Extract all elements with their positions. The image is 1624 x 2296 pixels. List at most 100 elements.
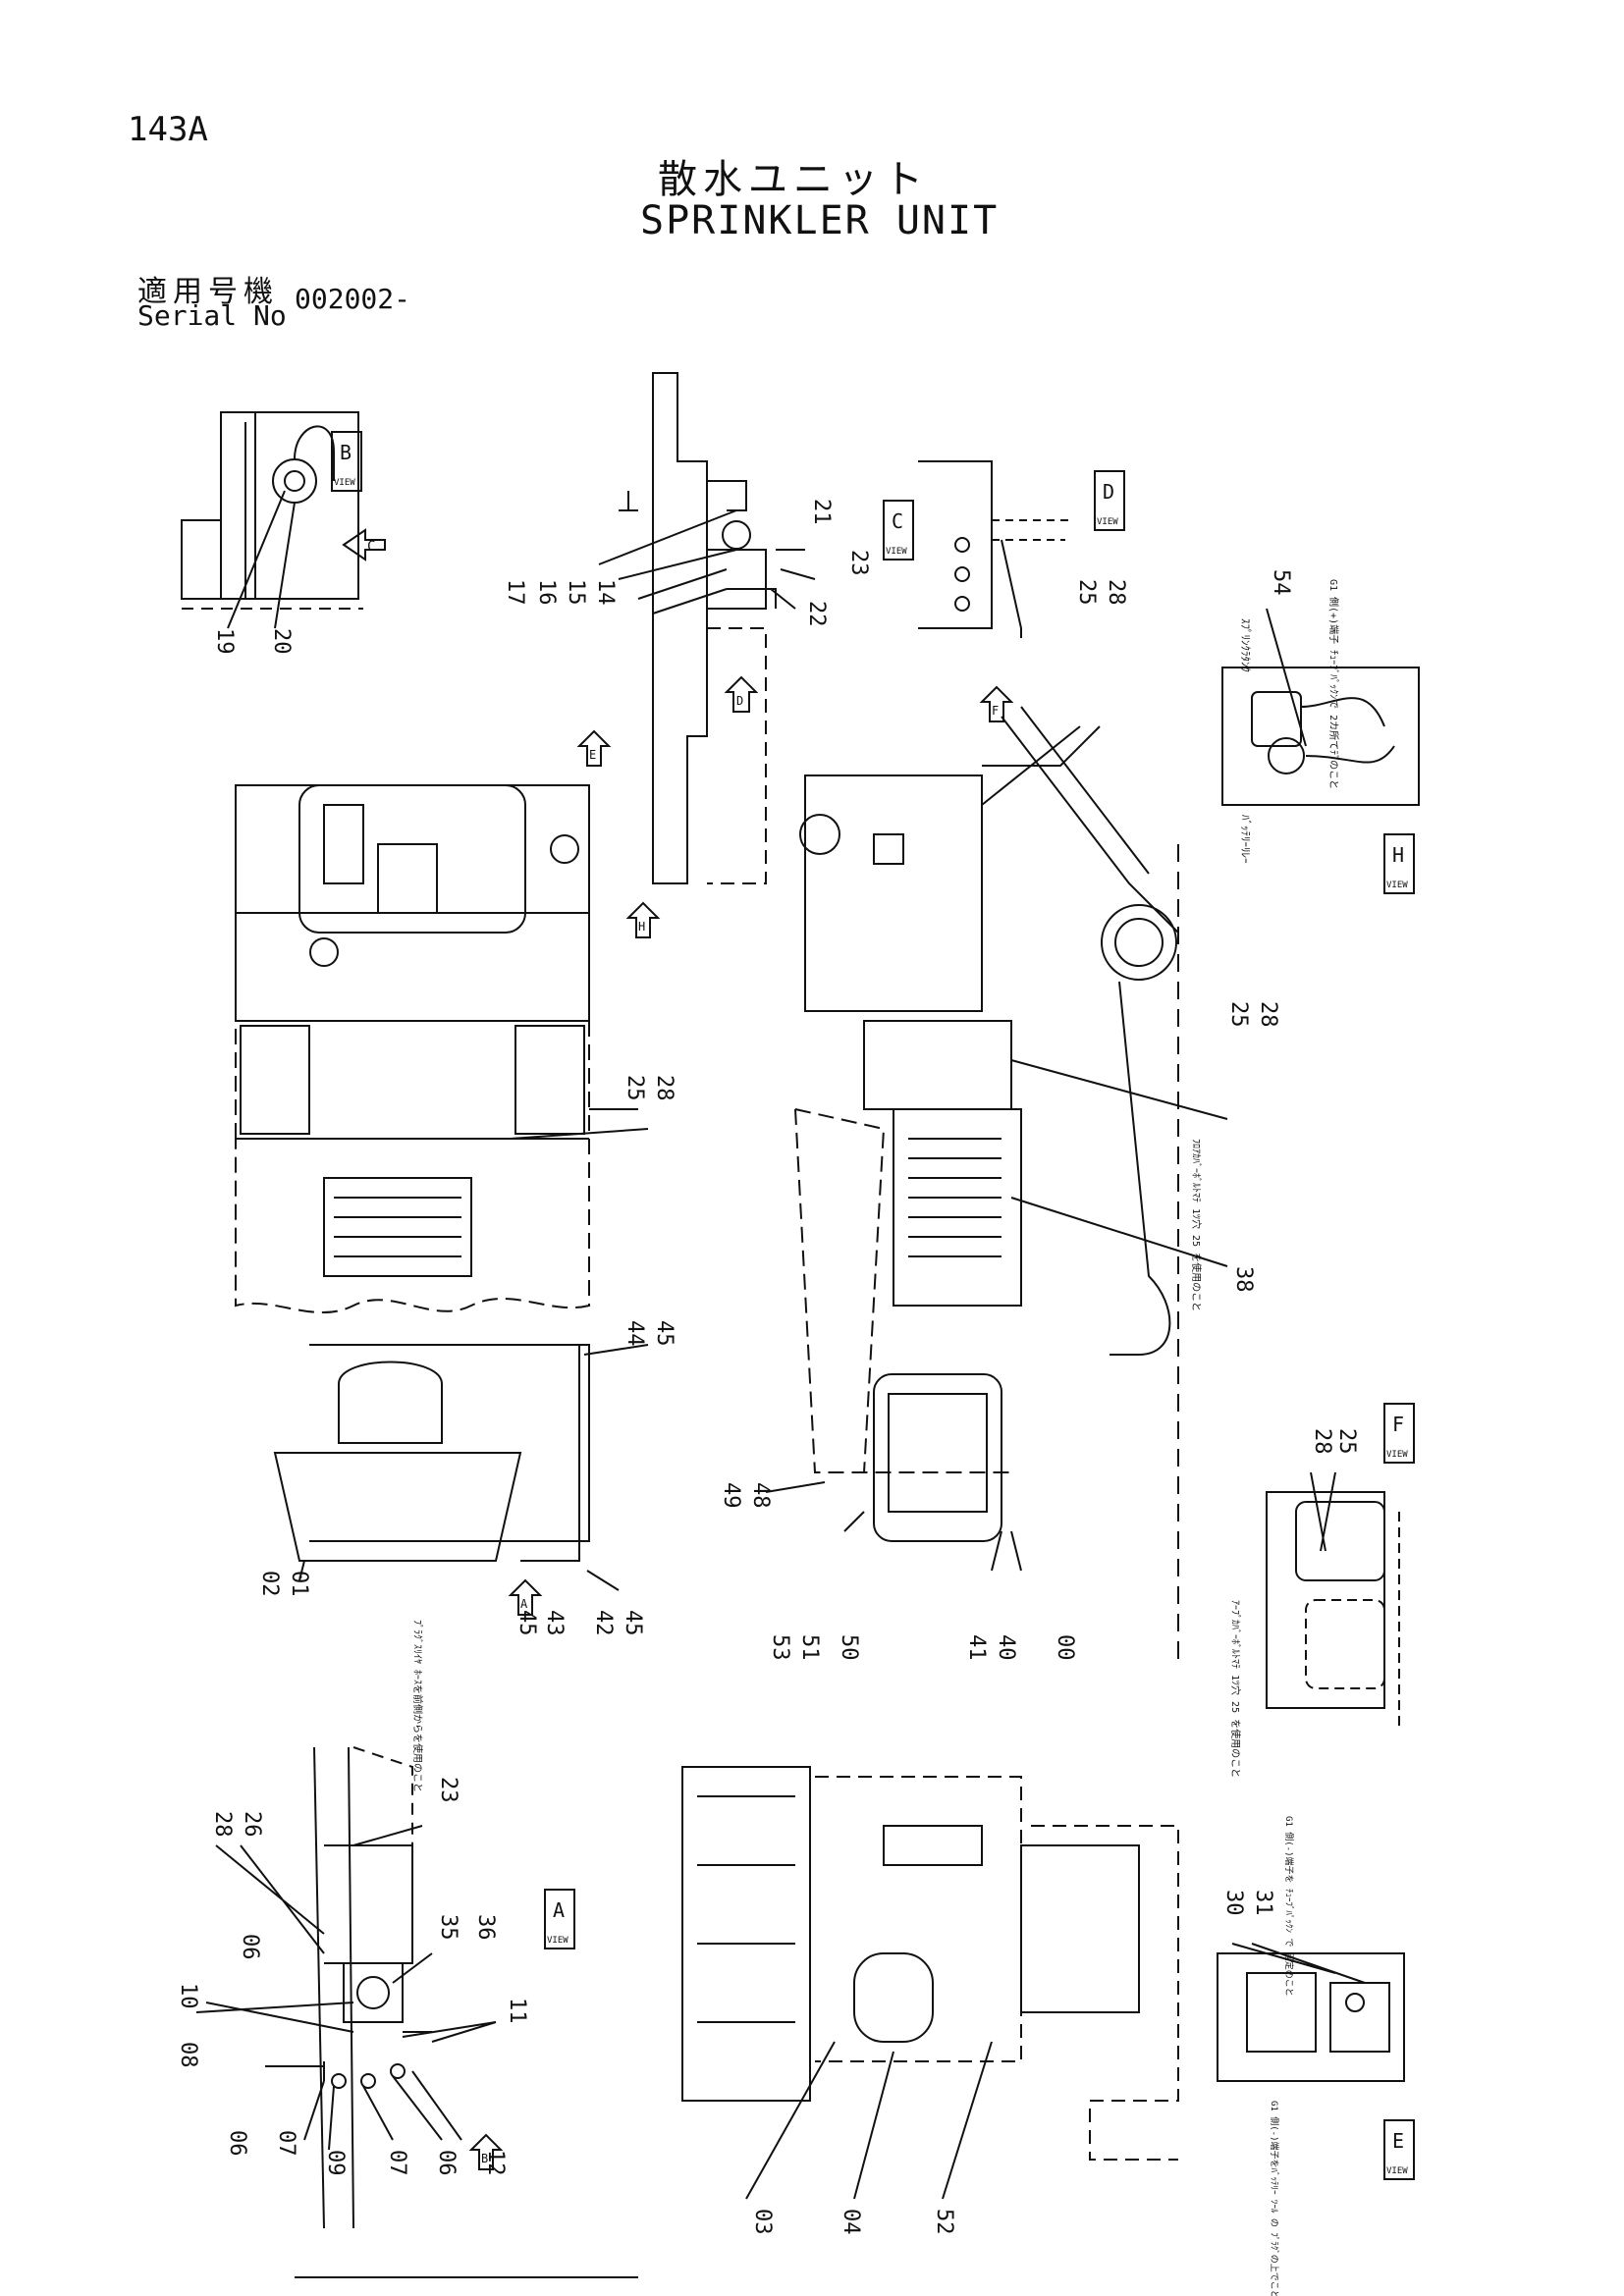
view-box-d: D VIEW bbox=[1094, 470, 1125, 531]
part-number: 02 bbox=[257, 1571, 282, 1597]
view-h-leader bbox=[1266, 608, 1307, 747]
part-number: 41 bbox=[964, 1634, 989, 1661]
svg-text:F: F bbox=[992, 704, 999, 718]
part-number: 10 bbox=[176, 1983, 200, 2009]
part-number: 25 bbox=[1226, 1001, 1251, 1028]
part-number: 06 bbox=[225, 2130, 249, 2157]
side-conveyor bbox=[1001, 706, 1179, 934]
side-engine-block bbox=[804, 774, 983, 1012]
note-cover-bolt: ﾌﾛｱｶﾊﾞｰﾎﾞﾙﾄﾏﾃ 1ﾂ穴 25 を使用のこと bbox=[1190, 1139, 1203, 1311]
part-number: 52 bbox=[932, 2209, 956, 2235]
side-pulley bbox=[799, 814, 840, 855]
part-number: 28 bbox=[1256, 1001, 1280, 1028]
part-number: 17 bbox=[503, 579, 527, 606]
part-number: 03 bbox=[750, 2209, 775, 2235]
side-water-tank bbox=[873, 1373, 1002, 1542]
view-c-bracket bbox=[918, 460, 993, 629]
rear-rail bbox=[883, 1825, 983, 1866]
view-e-frame bbox=[1217, 1952, 1405, 2082]
side-guard bbox=[863, 1020, 1012, 1110]
part-number: 06 bbox=[238, 1934, 262, 1960]
page-code: 143A bbox=[128, 110, 208, 149]
view-e-battery bbox=[1246, 1972, 1317, 2053]
plan-step-left bbox=[240, 1025, 310, 1135]
boom-leaders-left bbox=[598, 509, 737, 614]
part-number: 40 bbox=[994, 1634, 1018, 1661]
view-arrow-e: E bbox=[576, 729, 612, 767]
view-e-detail: 30 31 G1 側(-)端子をﾊﾞｯﾃﾘｰ ﾂｰﾙ の ﾌﾟﾗｸﾞの上でこと … bbox=[1217, 1816, 1415, 2296]
svg-text:C: C bbox=[367, 539, 375, 555]
view-f-leaders bbox=[1310, 1471, 1336, 1552]
view-box-letter: D bbox=[1103, 480, 1114, 504]
part-number: 25 bbox=[623, 1075, 647, 1101]
plan-view: 25 28 44 45 02 01 45 43 42 45 A E H bbox=[235, 729, 677, 1636]
view-a-leaders-bottom bbox=[303, 2070, 462, 2151]
view-e-leaders bbox=[1231, 1943, 1366, 1984]
part-number: 54 bbox=[1269, 569, 1293, 596]
plan-fan bbox=[550, 834, 579, 864]
rear-view: 03 04 52 bbox=[681, 1766, 1179, 2235]
part-number: 14 bbox=[593, 579, 618, 606]
side-hidden-deck bbox=[794, 1108, 1011, 1473]
side-track bbox=[1110, 981, 1171, 1356]
rear-outline bbox=[815, 1776, 1022, 2062]
view-box-letter: C bbox=[892, 509, 903, 533]
view-f-detail: 28 25 ｱｰﾌﾟｶﾊﾞｰﾎﾞﾙﾄﾏﾃ 1ﾂ穴 25 を使用のこと F VIE… bbox=[1229, 1403, 1415, 1778]
boom-top-detail: 17 16 15 14 21 23 22 D bbox=[503, 372, 871, 884]
view-f-frame bbox=[1266, 1491, 1385, 1709]
rear-hidden-right bbox=[1031, 1825, 1179, 2161]
part-number: 08 bbox=[176, 2042, 200, 2068]
plan-filler-cap bbox=[309, 937, 339, 967]
note-view-f: ｱｰﾌﾟｶﾊﾞｰﾎﾞﾙﾄﾏﾃ 1ﾂ穴 25 を使用のこと bbox=[1229, 1600, 1242, 1778]
part-number: 22 bbox=[804, 601, 829, 627]
view-e-relay-box bbox=[1329, 1982, 1390, 2053]
boom-frame bbox=[652, 372, 708, 884]
part-number: 45 bbox=[652, 1320, 677, 1347]
sprinkler-tank bbox=[1251, 691, 1302, 747]
plan-hopper-top bbox=[338, 1361, 443, 1444]
part-number: 42 bbox=[591, 1610, 616, 1636]
view-box-c: C VIEW bbox=[883, 500, 914, 561]
part-number: 11 bbox=[505, 1998, 529, 2024]
view-h-frame bbox=[1221, 667, 1420, 806]
part-number: 23 bbox=[846, 550, 871, 576]
note-terminal: G1 側(+)端子 ﾁｭｰﾌﾞﾊﾟｯｸﾝで 2カ所てﾃﾞのこと bbox=[1327, 579, 1340, 789]
plan-grille-left bbox=[323, 804, 364, 884]
view-b-detail: 19 20 C B VIEW bbox=[181, 411, 386, 655]
serial-label-japanese: 適用号機 bbox=[137, 275, 279, 309]
part-number: 00 bbox=[1053, 1634, 1077, 1661]
plan-deck bbox=[235, 1138, 590, 1314]
view-arrow-c: C bbox=[342, 528, 386, 561]
view-box-letter: B bbox=[340, 441, 352, 464]
view-b-valve-core bbox=[284, 470, 305, 492]
view-a-leaders-left bbox=[195, 1844, 354, 2033]
part-number: 16 bbox=[534, 579, 559, 606]
view-b-frame bbox=[220, 411, 359, 600]
part-number: 48 bbox=[748, 1482, 773, 1509]
part-number: 23 bbox=[436, 1777, 460, 1803]
view-c-detail: C VIEW D VIEW 25 28 F bbox=[883, 460, 1128, 722]
view-box-letter: E bbox=[1392, 2129, 1404, 2153]
plan-hopper bbox=[273, 1452, 522, 1562]
part-number: 26 bbox=[240, 1811, 264, 1838]
boom-stud bbox=[619, 491, 638, 511]
view-box-caption: VIEW bbox=[1097, 517, 1118, 527]
part-number: 53 bbox=[768, 1634, 792, 1661]
part-number: 21 bbox=[809, 499, 834, 525]
part-number: 35 bbox=[436, 1914, 460, 1941]
side-conveyor-top bbox=[981, 725, 1101, 806]
part-number: 28 bbox=[652, 1075, 677, 1101]
view-a-frame bbox=[313, 1746, 354, 2229]
view-b-hose bbox=[294, 425, 335, 481]
view-box-caption: VIEW bbox=[886, 547, 907, 557]
part-number: 19 bbox=[212, 628, 237, 655]
plan-slats bbox=[323, 1177, 472, 1277]
view-box-a: A VIEW bbox=[544, 1889, 575, 1949]
side-leaders-right bbox=[1010, 1059, 1228, 1267]
rear-door-panel bbox=[681, 1766, 811, 2102]
side-engine-filter bbox=[873, 833, 904, 865]
part-number: 20 bbox=[269, 628, 294, 655]
plan-lower-frame bbox=[309, 1344, 590, 1542]
part-number: 12 bbox=[483, 2150, 508, 2176]
